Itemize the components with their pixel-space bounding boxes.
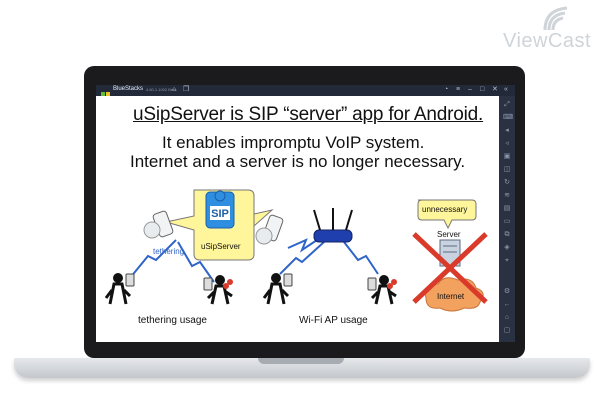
user-3 — [262, 273, 293, 305]
bluestacks-logo-icon — [101, 87, 110, 100]
link-phone-router — [287, 237, 321, 253]
location-icon[interactable]: ⌖ — [505, 257, 509, 264]
internet-label: Internet — [437, 292, 465, 301]
network-diagram: SIP — [104, 189, 488, 312]
cross-line-2 — [412, 232, 488, 304]
shake-icon[interactable]: ≋ — [504, 192, 510, 199]
svg-text:SIP: SIP — [211, 208, 229, 220]
folder-icon[interactable]: ▭ — [503, 218, 511, 225]
sip-app-label: uSipServer — [201, 242, 241, 251]
tethering-tag: tethering — [153, 247, 185, 256]
link-router-right — [343, 241, 379, 275]
install-apk-icon[interactable]: ▤ — [503, 205, 511, 212]
settings-icon[interactable]: ⚙ — [503, 288, 511, 295]
emulator-app-name: BlueStacks — [113, 86, 144, 92]
link-tether-left — [129, 239, 177, 279]
laptop-notch — [258, 358, 344, 364]
wifi-usage-label: Wi-Fi AP usage — [299, 315, 368, 326]
unnecessary-label: unnecessary — [422, 205, 468, 214]
emulator-sidebar: ⤢ ⌨ ◂ ◃ ▣ ◫ ↻ ≋ ▤ ▭ ⧉ ◈ ⌖ ⚙ ← ⌂ ▢ — [499, 96, 515, 342]
volume-up-icon[interactable]: ◂ — [505, 127, 509, 134]
tethering-usage-label: tethering usage — [138, 315, 207, 326]
menu-icon[interactable]: ≡ — [456, 86, 461, 93]
recent-apps-icon[interactable]: ▢ — [503, 327, 511, 334]
screen-record-icon[interactable]: ▣ — [503, 153, 511, 160]
user-1 — [104, 273, 135, 305]
home-icon[interactable]: ⌂ — [504, 314, 510, 321]
viewcast-wordmark: ViewCast — [503, 30, 592, 52]
emulator-version: 4.60.1.1002 Beta — [146, 87, 177, 92]
laptop-base — [14, 358, 590, 378]
maximize-icon[interactable]: □ — [480, 86, 485, 93]
multi-instance-icon[interactable]: ◈ — [504, 244, 510, 251]
rotate-icon[interactable]: ↻ — [504, 179, 510, 186]
volume-down-icon[interactable]: ◃ — [505, 140, 509, 147]
server-label: Server — [437, 230, 461, 239]
home-button-icon[interactable]: ⌂ — [172, 86, 177, 93]
user-4 — [367, 275, 397, 305]
camera-icon[interactable]: ◫ — [503, 166, 511, 173]
link-router-left — [279, 241, 325, 275]
emulator-titlebar — [96, 85, 515, 96]
multi-window-icon[interactable]: ❐ — [183, 86, 190, 93]
link-tether-right — [177, 241, 215, 283]
user-2 — [203, 275, 233, 305]
keyboard-icon[interactable]: ⌨ — [503, 114, 514, 121]
slide-line-2: Internet and a server is no longer neces… — [130, 152, 466, 171]
back-icon[interactable]: ← — [503, 301, 511, 308]
viewcast-logo — [543, 6, 573, 32]
notification-icon[interactable]: ◔ — [444, 86, 449, 93]
expand-icon[interactable]: ⤢ — [504, 101, 510, 108]
sidebar-toggle-icon[interactable]: « — [504, 86, 508, 93]
wifi-router — [313, 229, 353, 243]
minimize-icon[interactable]: – — [468, 86, 472, 93]
copy-icon[interactable]: ⧉ — [504, 231, 510, 238]
slide-title: uSipServer is SIP “server” app for Andro… — [133, 104, 484, 125]
unnecessary-callout — [417, 199, 477, 230]
close-icon[interactable]: ✕ — [492, 86, 498, 93]
slide-line-1: It enables impromptu VoIP system. — [162, 133, 425, 152]
